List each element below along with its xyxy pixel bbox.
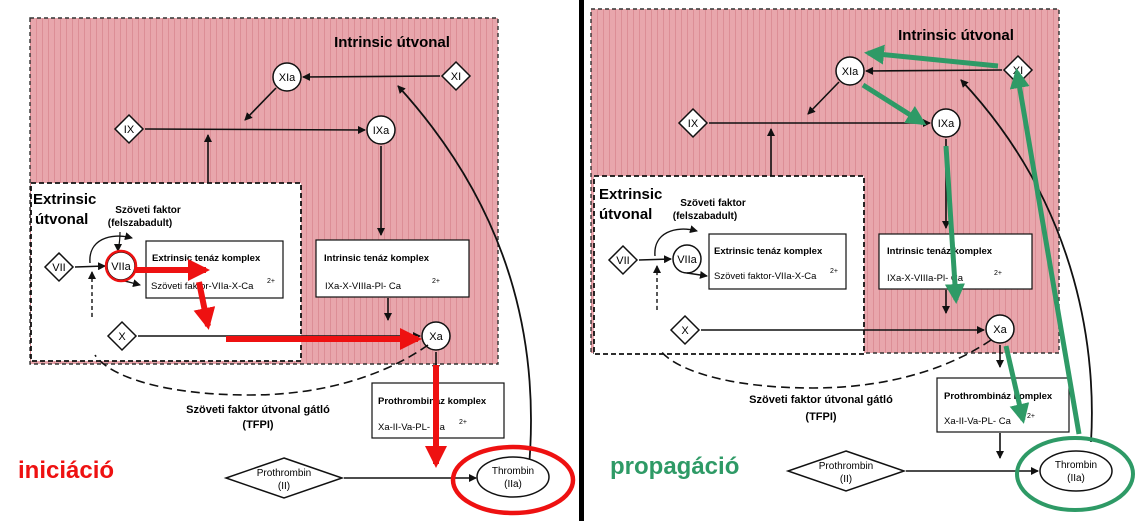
extrinsic-title-line2: útvonal: [35, 211, 88, 228]
prothrombinase-title: Prothrombináz komplex: [944, 391, 1053, 402]
extrinsic-tenase-superscript: 2+: [830, 268, 838, 275]
green-arrow-xia-to-ixa: [861, 82, 927, 126]
factor-xa-label: Xa: [993, 324, 1007, 336]
tfpi-label-line1: Szöveti faktor útvonal gátló: [749, 394, 893, 406]
red-circle-viia: [104, 249, 138, 283]
extrinsic-tenase-superscript: 2+: [267, 278, 275, 285]
factor-xi-label: XI: [451, 71, 461, 83]
factor-vii-label: VII: [52, 262, 65, 274]
intrinsic-title: Intrinsic útvonal: [334, 34, 450, 51]
intrinsic-tenase-formula: IXa-X-VIIIa-Pl- Ca: [887, 273, 964, 284]
factor-ix-label: IX: [124, 124, 135, 136]
thrombin-label-line1: Thrombin: [1055, 460, 1097, 471]
prothrombinase-formula: Xa-II-Va-PL- Ca: [944, 416, 1012, 427]
prothrombin-label-line2: (II): [278, 481, 290, 492]
factor-ix-node: [113, 113, 145, 145]
factor-ixa-node: [931, 108, 961, 138]
extrinsic-title-line1: Extrinsic: [33, 191, 96, 208]
prothrombin-label-line1: Prothrombin: [257, 468, 311, 479]
prothrombin-label-line1: Prothrombin: [819, 461, 873, 472]
factor-vii-label: VII: [616, 255, 629, 267]
tissue-factor-line2: (felszabadult): [108, 218, 172, 229]
tissue-factor-line1: Szöveti faktor: [680, 198, 746, 209]
prothrombinase-formula: Xa-II-Va-PL- Ca: [378, 422, 446, 433]
tfpi-label-line2: (TFPI): [242, 419, 273, 431]
extrinsic-title-line1: Extrinsic: [599, 186, 662, 203]
propagation-panel: Intrinsic útvonal XI XIa IX IXa Extrinsi…: [584, 0, 1144, 521]
extrinsic-tenase-formula: Szöveti faktor-VIIa-X-Ca: [714, 271, 817, 282]
factor-xia-node: [272, 62, 302, 92]
green-circle-thrombin: [1015, 436, 1135, 512]
intrinsic-tenase-title: Intrinsic tenáz komplex: [324, 253, 430, 264]
factor-ixa-label: IXa: [938, 118, 955, 130]
tissue-factor-line2: (felszabadult): [673, 211, 737, 222]
green-arrow-xi-to-xia: [864, 44, 999, 69]
intrinsic-tenase-superscript: 2+: [994, 270, 1002, 277]
factor-xia-label: XIa: [279, 72, 296, 84]
factor-viia-label: VIIa: [677, 254, 697, 266]
factor-vii-node: [43, 251, 75, 283]
intrinsic-title: Intrinsic útvonal: [898, 27, 1014, 44]
extrinsic-tenase-title: Extrinsic tenáz komplex: [152, 253, 261, 264]
extrinsic-tenase-box: [708, 233, 847, 290]
factor-vii-node: [607, 244, 639, 276]
initiation-label: iniciáció: [18, 457, 114, 484]
factor-x-node: [669, 314, 701, 346]
initiation-panel: Intrinsic útvonal XI XIa IX IXa Extrinsi…: [18, 17, 576, 516]
thrombin-label-line2: (IIa): [1067, 473, 1085, 484]
prothrombin-node: [223, 457, 345, 499]
green-arrow-ixa-down: [943, 145, 965, 304]
factor-xa-node: [421, 321, 451, 351]
prothrombinase-box: [936, 377, 1070, 433]
factor-ix-node: [677, 107, 709, 139]
prothrombin-label-line2: (II): [840, 474, 852, 485]
factor-x-label: X: [681, 325, 689, 337]
prothrombinase-superscript: 2+: [1027, 413, 1035, 420]
factor-ix-label: IX: [688, 118, 699, 130]
prothrombinase-title: Prothrombináz komplex: [378, 396, 487, 407]
prothrombin-node: [785, 450, 907, 492]
extrinsic-title-line2: útvonal: [599, 206, 652, 223]
thrombin-node: [476, 456, 550, 498]
factor-ixa-label: IXa: [373, 125, 390, 137]
factor-x-node: [106, 320, 138, 352]
tfpi-label-line1: Szöveti faktor útvonal gátló: [186, 404, 330, 416]
tfpi-label-line2: (TFPI): [805, 411, 836, 423]
tissue-factor-line1: Szöveti faktor: [115, 205, 181, 216]
thrombin-label-line2: (IIa): [504, 479, 522, 490]
intrinsic-tenase-superscript: 2+: [432, 278, 440, 285]
thrombin-label-line1: Thrombin: [492, 466, 534, 477]
extrinsic-tenase-title: Extrinsic tenáz komplex: [714, 246, 823, 257]
prothrombinase-superscript: 2+: [459, 419, 467, 426]
factor-xa-label: Xa: [429, 331, 443, 343]
intrinsic-tenase-formula: IXa-X-VIIIa-Pl- Ca: [325, 281, 402, 292]
thrombin-node: [1039, 450, 1113, 492]
factor-ixa-node: [366, 115, 396, 145]
initiation-highlight-arrows: [104, 249, 576, 516]
red-circle-thrombin: [450, 444, 576, 516]
propagation-highlight-arrows: [861, 44, 1135, 512]
factor-xia-label: XIa: [842, 66, 859, 78]
factor-viia-label: VIIa: [111, 261, 131, 273]
panel-divider: [579, 0, 584, 521]
green-arrow-xa-to-prothrombinase: [1003, 345, 1030, 424]
factor-xa-node: [985, 314, 1015, 344]
intrinsic-tenase-title: Intrinsic tenáz komplex: [887, 246, 993, 257]
factor-xia-node: [835, 56, 865, 86]
factor-x-label: X: [118, 331, 126, 343]
intrinsic-tenase-box: [315, 239, 470, 298]
green-arrow-thrombin-to-xi: [1009, 68, 1082, 435]
factor-xi-node: [440, 60, 472, 92]
red-arrow-tenase-down: [193, 281, 216, 330]
propagation-label: propagáció: [610, 453, 739, 480]
